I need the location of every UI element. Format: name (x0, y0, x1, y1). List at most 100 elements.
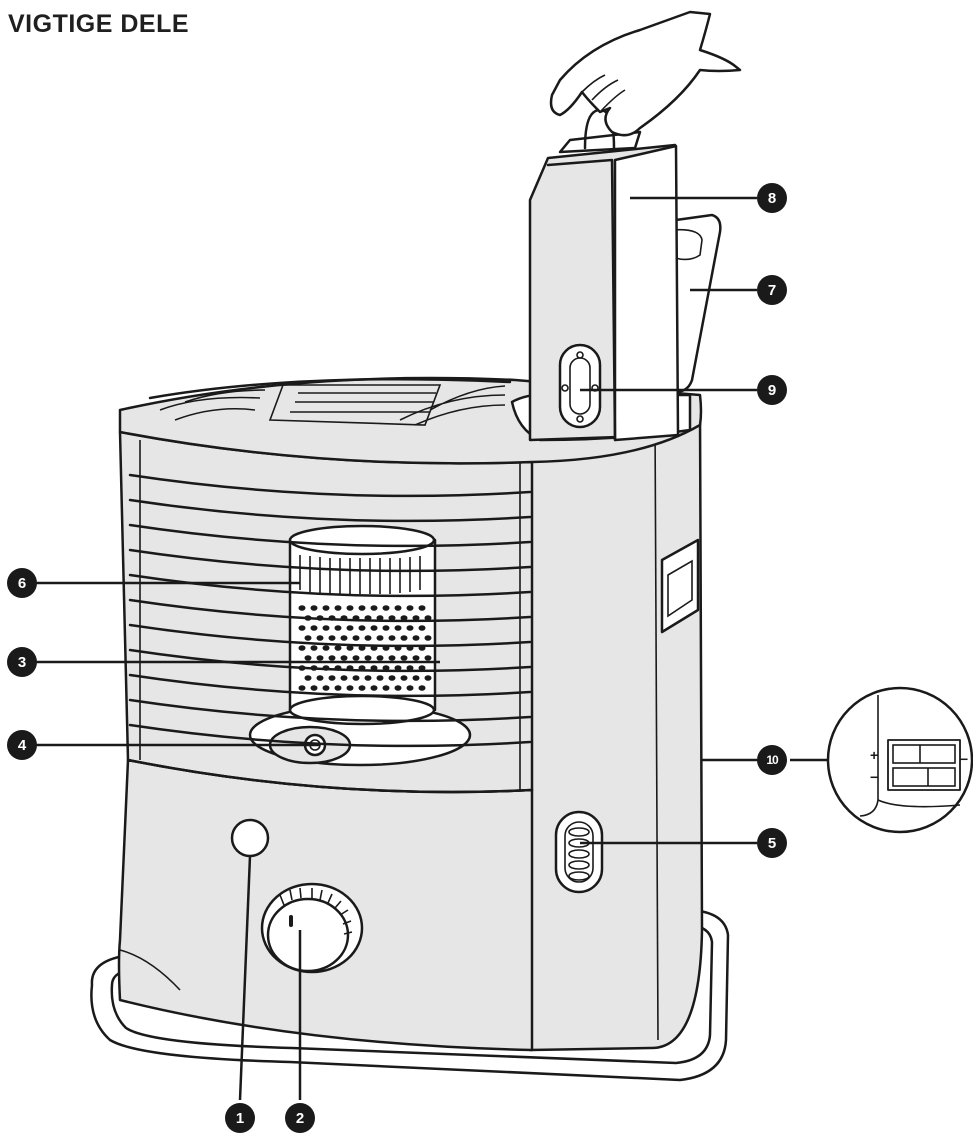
perforation-hole (352, 675, 360, 681)
callout-4-label: 4 (18, 737, 27, 754)
perforation-hole (406, 625, 414, 631)
fuel-tank (528, 108, 680, 442)
perforation-hole (328, 675, 336, 681)
perforation-hole (298, 625, 306, 631)
battery-minus-label: − (870, 769, 878, 785)
safety-grille (126, 440, 534, 794)
perforation-hole (352, 655, 360, 661)
callout-7: 7 (757, 275, 787, 305)
perforation-hole (418, 605, 426, 611)
battery-minus-label-right: − (960, 751, 968, 767)
perforation-hole (394, 665, 402, 671)
perforation-hole (382, 605, 390, 611)
perforation-hole (412, 655, 420, 661)
perforation-hole (388, 675, 396, 681)
callout-9-label: 9 (768, 382, 776, 399)
perforation-hole (334, 645, 342, 651)
perforation-hole (418, 625, 426, 631)
perforation-hole (364, 675, 372, 681)
perforation-hole (400, 675, 408, 681)
battery-inset: + − − (826, 686, 973, 834)
perforation-hole (298, 605, 306, 611)
perforation-hole (352, 635, 360, 641)
ignition-button (230, 818, 270, 858)
perforation-hole (418, 665, 426, 671)
perforation-hole (298, 685, 306, 691)
perforation-hole (400, 615, 408, 621)
perforation-hole (310, 645, 318, 651)
perforation-hole (334, 605, 342, 611)
perforation-hole (370, 605, 378, 611)
perforation-hole (370, 625, 378, 631)
perforation-hole (322, 685, 330, 691)
page-title: VIGTIGE DELE (8, 10, 190, 38)
perforation-hole (316, 635, 324, 641)
perforation-hole (322, 645, 330, 651)
perforation-hole (406, 605, 414, 611)
battery-plus-label: + (870, 747, 878, 763)
perforation-hole (310, 625, 318, 631)
perforation-hole (304, 675, 312, 681)
perforation-hole (394, 605, 402, 611)
perforation-hole (298, 645, 306, 651)
perforation-hole (376, 635, 384, 641)
callout-1: 1 (225, 1103, 255, 1133)
perforation-hole (340, 655, 348, 661)
callout-4: 4 (7, 730, 37, 760)
callout-6-label: 6 (18, 575, 26, 592)
hand-illustration (549, 10, 742, 137)
perforation-hole (418, 685, 426, 691)
callout-10: 10 (757, 745, 787, 775)
perforation-hole (358, 685, 366, 691)
perforation-hole (388, 655, 396, 661)
callout-5-label: 5 (768, 835, 776, 852)
callout-2-label: 2 (296, 1110, 304, 1127)
perforation-hole (406, 665, 414, 671)
perforation-hole (424, 615, 432, 621)
perforation-hole (340, 675, 348, 681)
perforation-hole (382, 685, 390, 691)
callout-10-label: 10 (766, 753, 779, 767)
perforation-hole (382, 665, 390, 671)
callout-8: 8 (757, 183, 787, 213)
callout-1-label: 1 (236, 1110, 244, 1127)
perforation-hole (334, 685, 342, 691)
perforation-hole (328, 655, 336, 661)
perforation-hole (424, 635, 432, 641)
perforation-hole (346, 685, 354, 691)
perforation-hole (310, 605, 318, 611)
perforation-hole (364, 655, 372, 661)
front-controls (230, 810, 604, 974)
callout-7-label: 7 (768, 282, 776, 299)
callout-9: 9 (757, 375, 787, 405)
callout-3: 3 (7, 647, 37, 677)
perforation-hole (412, 675, 420, 681)
perforation-hole (388, 615, 396, 621)
perforation-hole (316, 675, 324, 681)
burner-chimney (248, 524, 472, 767)
perforation-hole (364, 635, 372, 641)
perforation-hole (412, 635, 420, 641)
perforation-hole (322, 625, 330, 631)
callout-6: 6 (7, 568, 37, 598)
perforation-hole (382, 625, 390, 631)
perforation-hole (400, 635, 408, 641)
perforation-hole (340, 635, 348, 641)
callout-8-label: 8 (768, 190, 776, 207)
perforation-hole (424, 655, 432, 661)
perforation-hole (424, 675, 432, 681)
perforation-hole (358, 625, 366, 631)
perforation-hole (406, 685, 414, 691)
perforation-hole (316, 655, 324, 661)
perforation-hole (370, 685, 378, 691)
perforation-hole (376, 615, 384, 621)
perforation-hole (400, 655, 408, 661)
perforation-hole (394, 685, 402, 691)
callout-5: 5 (757, 828, 787, 858)
perforation-hole (304, 635, 312, 641)
perforation-hole (358, 605, 366, 611)
perforation-hole (322, 605, 330, 611)
perforation-hole (346, 625, 354, 631)
perforation-hole (394, 625, 402, 631)
